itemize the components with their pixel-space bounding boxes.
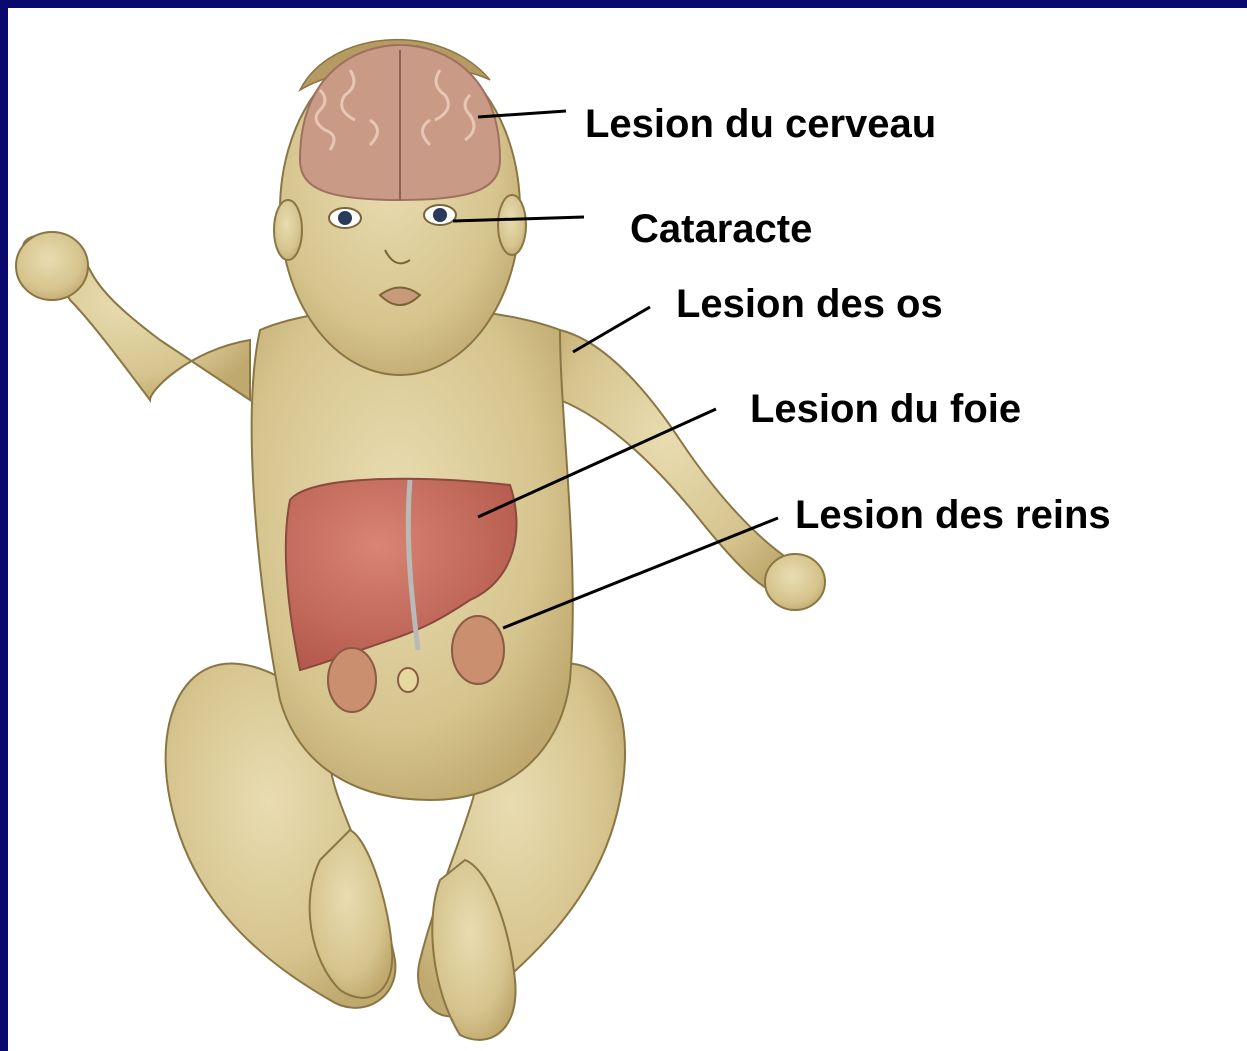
label-brain-lesion: Lesion du cerveau <box>585 102 936 146</box>
leader-line-bones <box>573 307 650 352</box>
right-pupil <box>433 208 447 222</box>
bladder <box>398 668 418 692</box>
label-kidney-lesion: Lesion des reins <box>795 493 1111 537</box>
label-liver-lesion: Lesion du foie <box>750 387 1021 431</box>
right-ear <box>498 195 526 255</box>
right-kidney <box>452 616 504 684</box>
left-kidney <box>328 648 376 712</box>
label-bone-lesion: Lesion des os <box>676 282 943 326</box>
label-cataract: Cataracte <box>630 207 812 251</box>
left-ear <box>274 200 302 260</box>
left-fist <box>16 232 88 300</box>
left-pupil <box>338 211 352 225</box>
right-fist <box>765 554 825 610</box>
